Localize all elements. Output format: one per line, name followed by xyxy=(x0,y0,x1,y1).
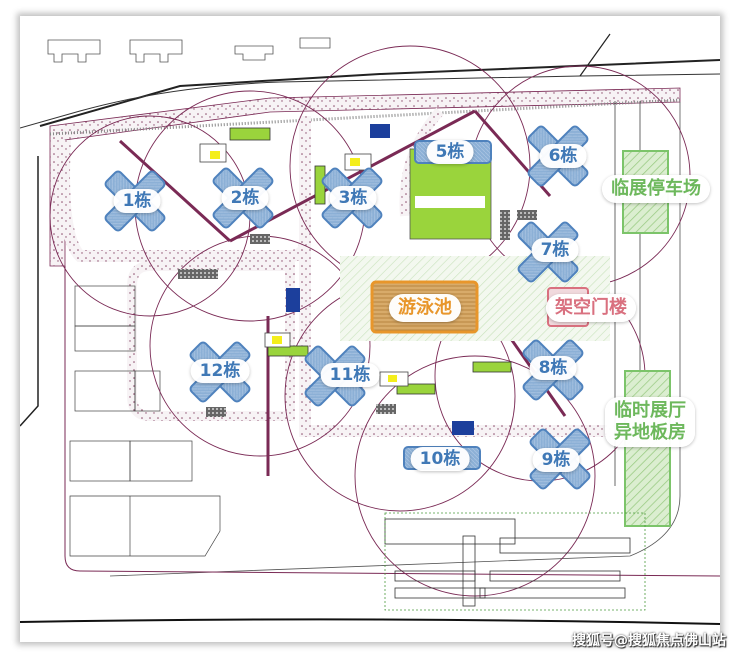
building-label-12[interactable]: 12栋 xyxy=(190,359,250,383)
building-label-11[interactable]: 11栋 xyxy=(320,363,380,387)
site-plan-drawing xyxy=(20,33,720,625)
building-label-10[interactable]: 10栋 xyxy=(410,447,470,471)
building-label-2[interactable]: 2栋 xyxy=(221,186,269,210)
building-label-7[interactable]: 7栋 xyxy=(531,238,579,262)
building-label-5[interactable]: 5栋 xyxy=(426,140,474,164)
building-label-9[interactable]: 9栋 xyxy=(532,448,580,472)
neighbour-buildings xyxy=(47,37,331,63)
temp-hall-label-line2: 异地板房 xyxy=(614,422,686,443)
building-label-8[interactable]: 8栋 xyxy=(529,356,577,380)
temp-hall-label[interactable]: 临时展厅 异地板房 xyxy=(605,397,695,447)
building-label-1[interactable]: 1栋 xyxy=(113,189,161,213)
site-plan-sheet: 1栋 2栋 3栋 5栋 6栋 7栋 8栋 9栋 10栋 11栋 12栋 游泳池 … xyxy=(20,16,720,642)
temp-hall-label-line1: 临时展厅 xyxy=(614,400,686,421)
building-label-6[interactable]: 6栋 xyxy=(539,144,587,168)
lawn-block xyxy=(409,148,492,240)
temp-parking-label[interactable]: 临展停车场 xyxy=(602,175,710,203)
basement-structure xyxy=(384,512,646,611)
gatehouse-label[interactable]: 架空门楼 xyxy=(546,294,636,322)
building-label-3[interactable]: 3栋 xyxy=(329,186,377,210)
pool-label[interactable]: 游泳池 xyxy=(389,294,461,322)
temp-hall-area xyxy=(624,370,671,527)
temp-block xyxy=(370,124,390,138)
watermark: 搜狐号@搜狐焦点佛山站 xyxy=(572,633,726,649)
